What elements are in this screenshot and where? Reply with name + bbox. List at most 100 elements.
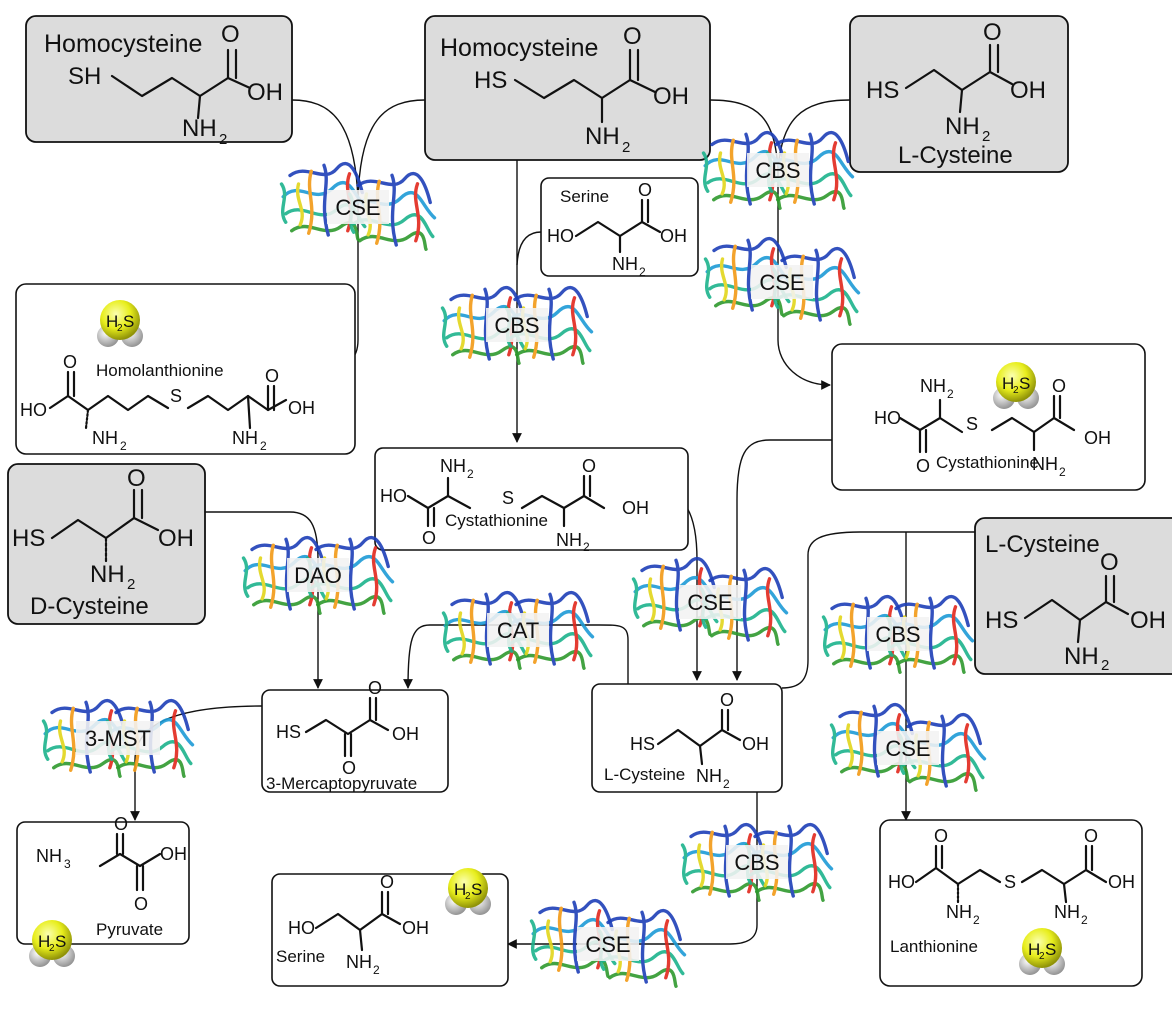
enzyme-label: CBS [875, 622, 920, 647]
svg-text:OH: OH [402, 918, 429, 938]
mercaptopyruvate-box: HS O OH O 3-Mercaptopyruvate [261, 678, 449, 793]
svg-text:S: S [170, 386, 182, 406]
svg-text:NH: NH [232, 428, 258, 448]
svg-text:2: 2 [127, 576, 135, 593]
homocysteine-left-label: Homocysteine [44, 30, 202, 58]
svg-text:NH: NH [585, 123, 620, 150]
svg-text:S: S [471, 880, 482, 899]
svg-text:S: S [1019, 374, 1030, 393]
enzyme-label: CSE [885, 736, 930, 761]
enzyme-label: CBS [755, 158, 800, 183]
svg-text:HO: HO [888, 872, 915, 892]
enzyme-cse-homolanthionine: CSE [279, 161, 437, 251]
svg-text:NH: NH [182, 115, 217, 142]
cystathionine-center-box: HO NH 2 S O O OH Cystathionine NH 2 [374, 447, 689, 554]
l-cysteine-right-label: L-Cysteine [985, 531, 1100, 558]
enzyme-label: DAO [294, 563, 342, 588]
enzyme-label: CSE [759, 270, 804, 295]
svg-text:2: 2 [467, 467, 474, 481]
enzyme-cat: CAT [441, 590, 595, 670]
cystathionine-right-label: Cystathionine [936, 453, 1039, 472]
svg-text:NH: NH [440, 456, 466, 476]
enzyme-label: CBS [734, 850, 779, 875]
homocysteine-left-box: Homocysteine SH O OH NH 2 [25, 15, 293, 148]
enzyme-label: CBS [494, 313, 539, 338]
lanthionine-label: Lanthionine [890, 937, 978, 956]
svg-text:2: 2 [639, 265, 646, 279]
svg-text:SH: SH [68, 63, 101, 90]
svg-text:NH: NH [1032, 454, 1058, 474]
svg-text:OH: OH [660, 226, 687, 246]
enzyme-label-bg [867, 617, 929, 651]
svg-text:HS: HS [985, 607, 1018, 634]
svg-text:NH: NH [36, 846, 62, 866]
svg-text:HO: HO [288, 918, 315, 938]
l-cysteine-center-label: L-Cysteine [604, 765, 685, 784]
homocysteine-center-label: Homocysteine [440, 34, 598, 62]
svg-text:NH: NH [696, 766, 722, 786]
enzyme-label: CAT [497, 618, 539, 643]
svg-text:H: H [1028, 940, 1040, 959]
svg-text:2: 2 [947, 387, 954, 401]
homolanthionine-label: Homolanthionine [96, 361, 224, 380]
svg-text:2: 2 [465, 891, 471, 902]
svg-text:O: O [623, 23, 642, 50]
enzyme-cbs-top-right: CBS [701, 130, 855, 210]
svg-text:H: H [454, 880, 466, 899]
svg-text:3: 3 [64, 857, 71, 871]
svg-text:OH: OH [247, 79, 283, 106]
enzyme-label-bg [577, 927, 639, 961]
enzyme-cse-top-right: CSE [703, 236, 861, 326]
svg-text:NH: NH [90, 561, 125, 588]
svg-text:OH: OH [622, 498, 649, 518]
svg-text:HO: HO [874, 408, 901, 428]
enzyme-label-bg [877, 731, 939, 765]
svg-text:O: O [934, 826, 948, 846]
svg-text:2: 2 [260, 439, 267, 453]
svg-text:O: O [422, 528, 436, 548]
svg-text:2: 2 [1013, 385, 1019, 396]
cystathionine-right-box: HO NH 2 S O O OH Cystathionine NH 2 [831, 343, 1146, 491]
svg-text:OH: OH [1010, 77, 1046, 104]
d-cysteine-label: D-Cysteine [30, 593, 149, 620]
svg-text:HO: HO [547, 226, 574, 246]
svg-text:O: O [265, 366, 279, 386]
svg-text:HS: HS [866, 77, 899, 104]
serine-top-box: Serine HO O OH NH 2 [540, 177, 699, 279]
enzyme-label-bg [76, 721, 160, 755]
lanthionine-box: HO O O S OH NH 2 NH 2 Lanthionine [879, 819, 1143, 987]
svg-text:H: H [1002, 374, 1014, 393]
svg-text:HO: HO [380, 486, 407, 506]
enzyme-3mst: 3-MST [41, 698, 195, 778]
l-cysteine-top-box: HS O OH NH 2 L-Cysteine [849, 15, 1069, 173]
enzyme-label-bg [726, 845, 788, 879]
enzyme-cse-bottom: CSE [529, 898, 687, 988]
svg-text:2: 2 [1039, 951, 1045, 962]
svg-text:O: O [916, 456, 930, 476]
svg-text:O: O [1084, 826, 1098, 846]
enzyme-cbs-bottom: CBS [680, 822, 834, 902]
homolanthionine-box: Homolanthionine HO O O S OH NH 2 NH 2 [15, 283, 356, 455]
enzyme-cbs-cystathionine: CBS [440, 285, 594, 365]
svg-text:HS: HS [474, 67, 507, 94]
svg-text:OH: OH [1130, 607, 1166, 634]
svg-text:O: O [134, 894, 148, 914]
svg-text:2: 2 [583, 540, 590, 554]
svg-text:2: 2 [120, 439, 127, 453]
svg-text:OH: OH [160, 844, 187, 864]
svg-text:2: 2 [723, 777, 730, 791]
svg-text:HS: HS [276, 722, 301, 742]
homocysteine-center-box: Homocysteine HS O OH NH 2 [424, 15, 711, 161]
svg-text:NH: NH [556, 530, 582, 550]
pyruvate-label: Pyruvate [96, 920, 163, 939]
svg-text:O: O [983, 19, 1002, 46]
svg-text:NH: NH [612, 254, 638, 274]
svg-text:O: O [342, 758, 356, 778]
svg-text:OH: OH [653, 83, 689, 110]
svg-text:H: H [106, 312, 118, 331]
enzyme-label-bg [487, 613, 549, 647]
svg-text:2: 2 [622, 139, 630, 156]
